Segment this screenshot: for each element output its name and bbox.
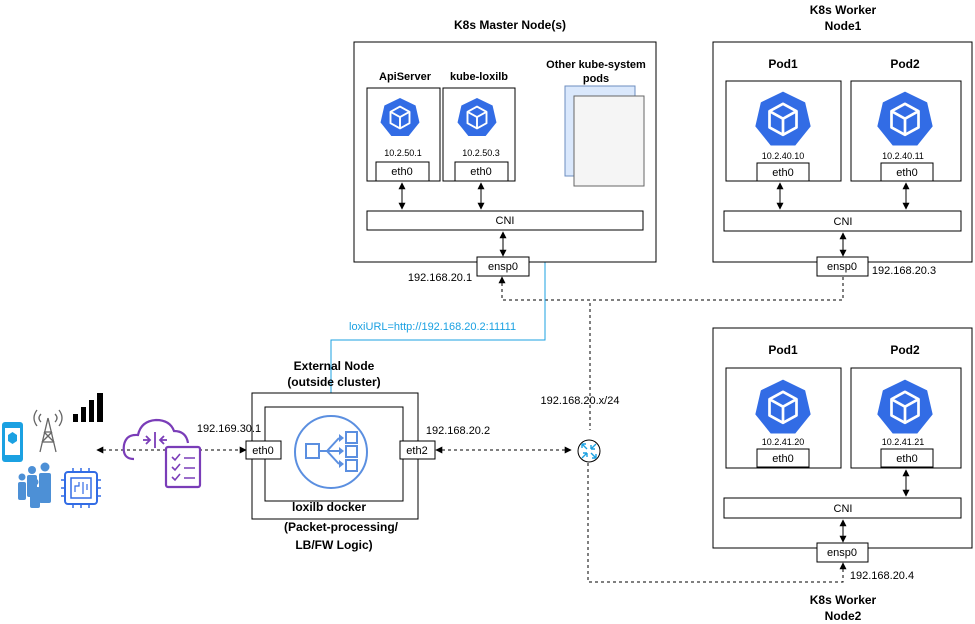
worker2-pod2-label: Pod2 (890, 343, 920, 357)
apiserver-eth0[interactable] (375, 161, 430, 182)
worker1-cni-label: CNI (834, 216, 853, 228)
external-eth0-ip: 192.169.30.1 (197, 423, 261, 435)
users-icon (18, 462, 51, 508)
master-cni-label: CNI (496, 215, 515, 227)
master-ensp0-ip: 192.168.20.1 (408, 272, 472, 284)
router-icon[interactable] (577, 439, 601, 463)
clients-group (2, 393, 103, 508)
external-title-line1: External Node (294, 359, 375, 373)
mobile-phone-icon (2, 422, 23, 462)
worker1-ensp0[interactable] (816, 256, 869, 277)
apiserver-eth0-label: eth0 (391, 166, 412, 178)
worker1-ensp0-label: ensp0 (827, 261, 857, 273)
worker2-cni-label: CNI (834, 503, 853, 515)
apiserver-label: ApiServer (379, 71, 432, 83)
worker2-pod1-ip: 10.2.41.20 (762, 437, 805, 447)
worker-node-2: Pod1 10.2.41.20 eth0 Pod2 10.2.41.21 eth… (712, 327, 973, 623)
link-worker2-to-router (587, 462, 847, 583)
external-node: External Node (outside cluster) loxilb d… (197, 359, 490, 552)
apiserver-ip: 10.2.50.1 (384, 148, 422, 158)
link-worker1-to-router (590, 277, 844, 301)
worker2-pod2-eth0-label: eth0 (896, 453, 917, 465)
worker2-cni[interactable] (723, 497, 962, 519)
worker2-ensp0[interactable] (816, 542, 869, 563)
cell-tower-icon (33, 409, 63, 453)
master-node-title: K8s Master Node(s) (454, 18, 566, 32)
loxilb-desc-line2: LB/FW Logic) (295, 538, 372, 552)
worker1-title-line1: K8s Worker (810, 3, 877, 17)
link-master-to-router (498, 276, 591, 430)
master-ensp0-label: ensp0 (488, 261, 518, 273)
worker2-ensp0-ip: 192.168.20.4 (850, 570, 914, 582)
worker2-title-line1: K8s Worker (810, 593, 877, 607)
worker1-pod2-eth0-label: eth0 (896, 167, 917, 179)
other-pods-label-line1: Other kube-system (546, 59, 646, 71)
worker2-pod1-eth0-label: eth0 (772, 453, 793, 465)
kubeloxilb-eth0[interactable] (454, 161, 509, 182)
subnet-label: 192.168.20.x/24 (541, 395, 620, 407)
master-cni[interactable] (366, 210, 644, 231)
worker1-title-line2: Node1 (825, 19, 862, 33)
master-node: K8s Master Node(s) ApiServer 10.2.50.1 e… (353, 18, 657, 284)
external-eth0-label: eth0 (252, 445, 273, 457)
iot-chip-icon (61, 468, 101, 508)
external-title-line2: (outside cluster) (287, 375, 380, 389)
worker2-pod2-ip: 10.2.41.21 (882, 437, 925, 447)
other-pods-label-line2: pods (583, 73, 609, 85)
external-eth0[interactable] (245, 440, 282, 460)
loxilb-docker-label: loxilb docker (292, 500, 366, 514)
worker2-title-line2: Node2 (825, 609, 862, 623)
loxilb-desc-line1: (Packet-processing/ (284, 520, 399, 534)
kubeloxilb-ip: 10.2.50.3 (462, 148, 500, 158)
worker1-pod1-ip: 10.2.40.10 (762, 151, 805, 161)
loxilb-docker[interactable] (264, 406, 404, 502)
worker1-pod1-eth0-label: eth0 (772, 167, 793, 179)
external-eth2-label: eth2 (406, 445, 427, 457)
worker1-pod1-eth0[interactable] (756, 162, 810, 182)
signal-bars-icon (73, 393, 103, 422)
kubeloxilb-eth0-label: eth0 (470, 166, 491, 178)
worker-node-1: K8s Worker Node1 Pod1 10.2.40.10 eth0 Po… (712, 3, 973, 277)
worker1-pod1-label: Pod1 (768, 57, 798, 71)
other-pods-front[interactable] (573, 95, 645, 187)
worker2-pod1-label: Pod1 (768, 343, 798, 357)
worker2-pod1-eth0[interactable] (756, 448, 810, 468)
cloud-firewall-icon (122, 418, 202, 489)
master-ensp0[interactable] (476, 256, 530, 277)
loxi-url-text: loxiURL=http://192.168.20.2:11111 (349, 321, 516, 333)
worker1-pod2-ip: 10.2.40.11 (882, 151, 924, 161)
worker2-pod2-eth0[interactable] (880, 448, 934, 468)
kubeloxilb-label: kube-loxilb (450, 71, 508, 83)
loxilb-load-balancer-icon (294, 415, 368, 489)
external-eth2[interactable] (399, 440, 436, 460)
external-eth2-ip: 192.168.20.2 (426, 425, 490, 437)
worker1-pod2-eth0[interactable] (880, 162, 934, 182)
worker1-ensp0-ip: 192.168.20.3 (872, 265, 936, 277)
worker1-pod2-label: Pod2 (890, 57, 920, 71)
worker1-cni[interactable] (723, 210, 962, 232)
worker2-ensp0-label: ensp0 (827, 547, 857, 559)
